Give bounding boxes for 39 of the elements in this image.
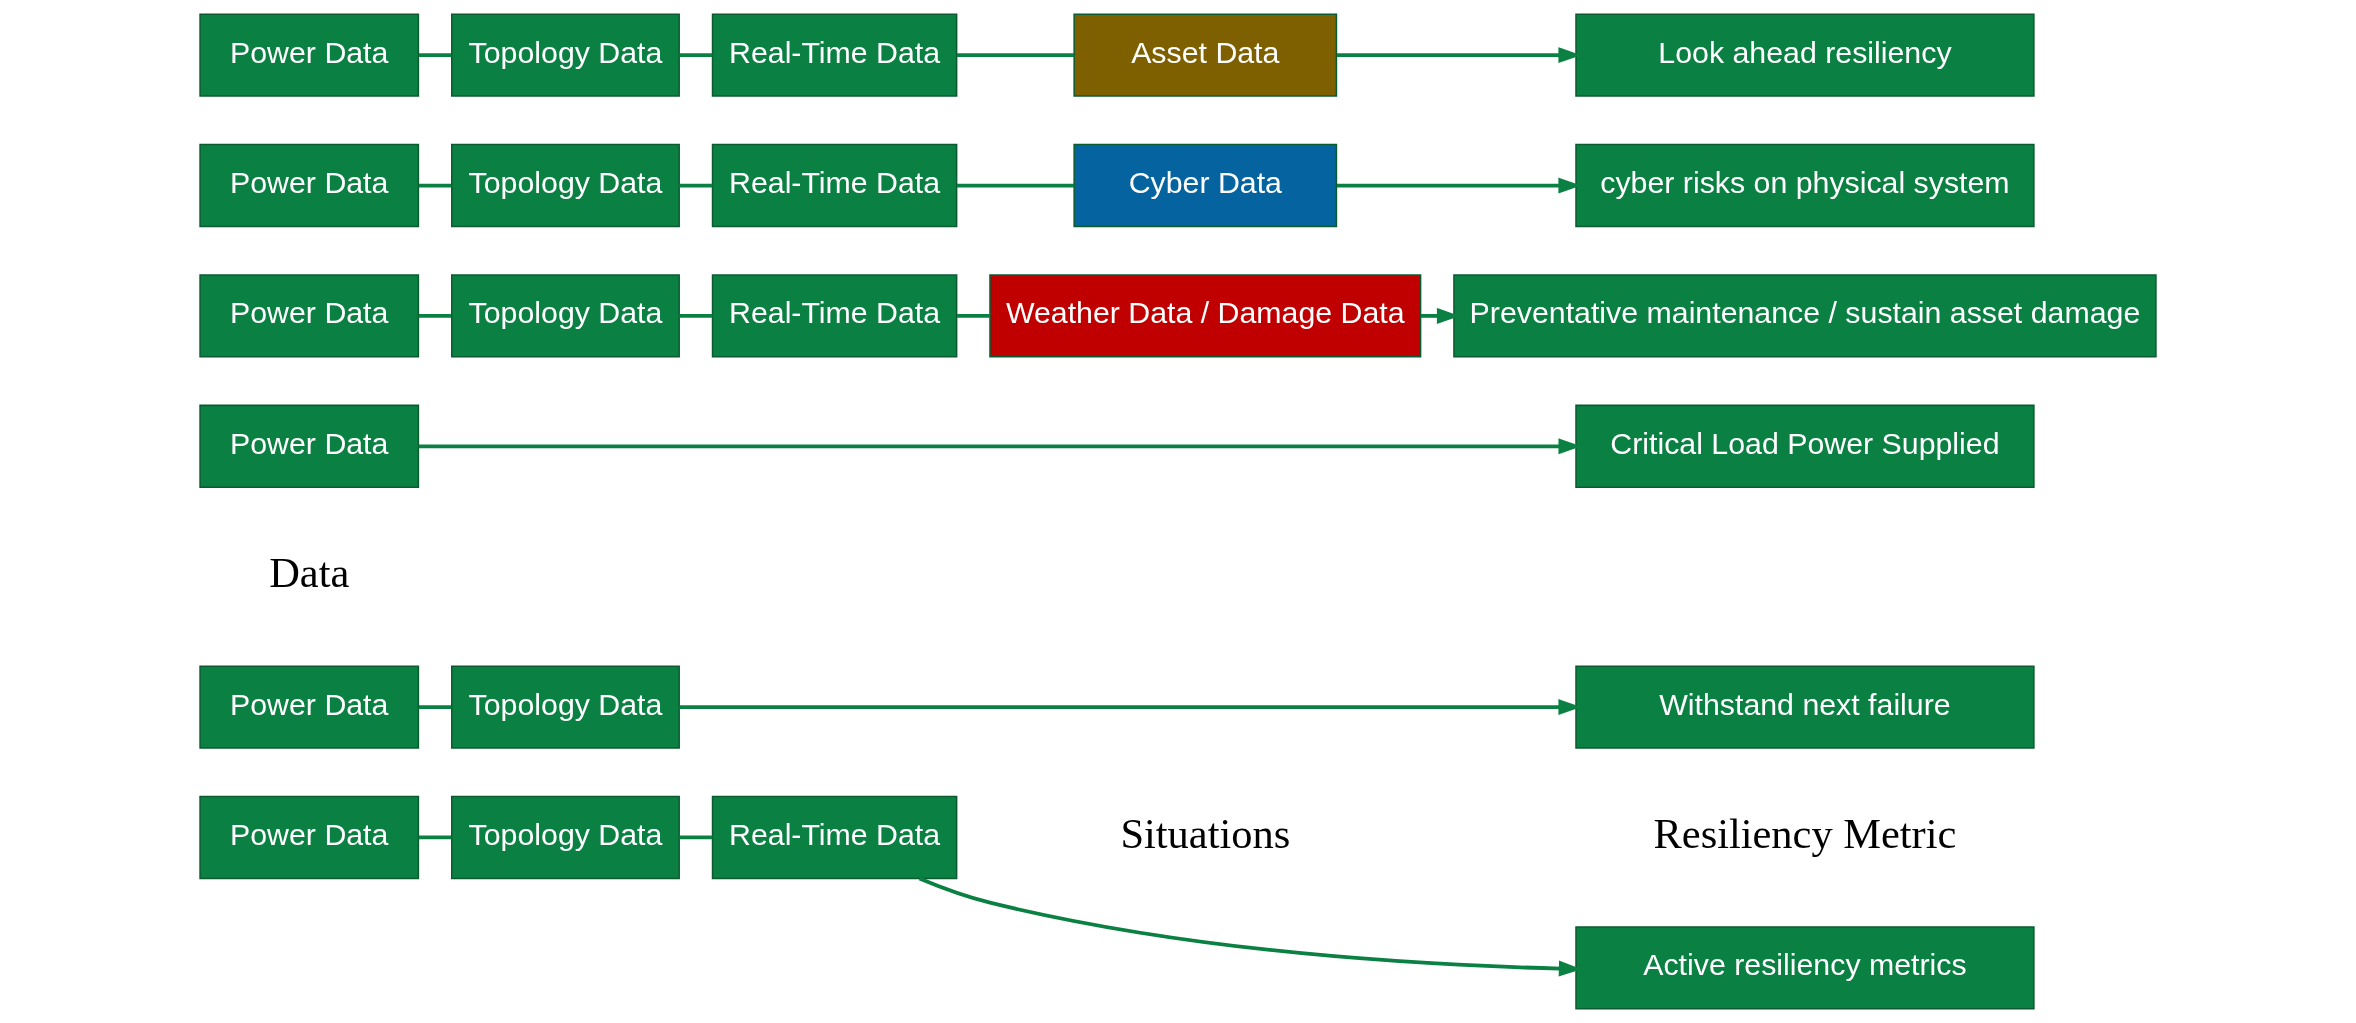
connector xyxy=(957,314,990,318)
connector xyxy=(418,705,452,709)
node-box: Real-Time Data xyxy=(711,13,958,97)
node-box: Topology Data xyxy=(451,665,680,749)
node-box: Power Data xyxy=(199,274,420,358)
node-box: cyber risks on physical system xyxy=(1575,143,2035,228)
connector xyxy=(957,183,1074,188)
node-box: Real-Time Data xyxy=(711,795,958,880)
node-box: Power Data xyxy=(199,143,420,228)
node-box: Withstand next failure xyxy=(1575,665,2035,749)
node-box: Topology Data xyxy=(451,13,680,97)
node-box: Real-Time Data xyxy=(711,274,958,358)
label: Situations xyxy=(1120,809,1291,857)
node-box: Power Data xyxy=(199,404,420,488)
connector xyxy=(418,314,452,318)
node-box: Weather Data / Damage Data xyxy=(989,274,1422,358)
node-box: Topology Data xyxy=(451,274,680,358)
connector xyxy=(418,183,452,188)
connector xyxy=(679,183,713,188)
label: Resiliency Metric xyxy=(1653,809,1957,857)
label: Data xyxy=(269,549,350,597)
node-box: Topology Data xyxy=(451,143,680,228)
node-box: Look ahead resiliency xyxy=(1575,13,2035,97)
node-box: Critical Load Power Supplied xyxy=(1575,404,2035,488)
node-box: Real-Time Data xyxy=(711,143,958,228)
node-box: Topology Data xyxy=(451,795,680,880)
node-box: Asset Data xyxy=(1073,13,1338,97)
connector xyxy=(418,835,452,840)
connector xyxy=(957,53,1074,58)
connector xyxy=(679,314,713,318)
node-box: Cyber Data xyxy=(1073,143,1338,228)
node-box: Power Data xyxy=(199,665,420,749)
node-box: Preventative maintenance / sustain asset damage xyxy=(1453,274,2157,358)
connector xyxy=(679,53,713,58)
node-box: Power Data xyxy=(199,13,420,97)
node-box: Active resiliency metrics xyxy=(1575,926,2035,1010)
node-box: Power Data xyxy=(199,795,420,880)
connector xyxy=(418,53,452,58)
connector xyxy=(679,835,713,840)
